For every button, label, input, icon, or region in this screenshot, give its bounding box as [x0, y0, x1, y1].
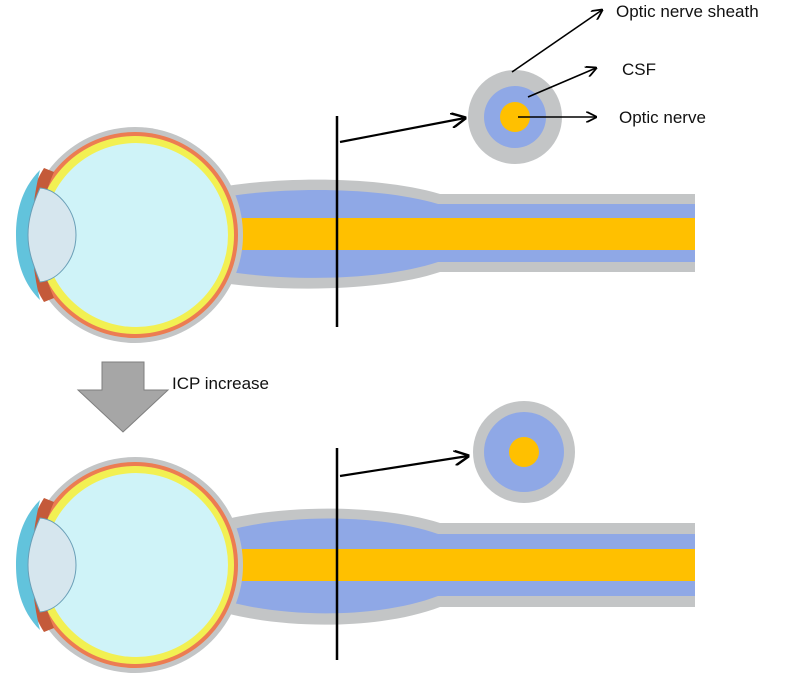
- cross-section-normal: [468, 70, 562, 164]
- sheath-pointer: [511, 10, 602, 73]
- nerve-core: [228, 218, 695, 250]
- section-arrow: [339, 456, 468, 478]
- vitreous-body: [44, 473, 228, 657]
- lens: [27, 517, 77, 613]
- label-optic-nerve-sheath: Optic nerve sheath: [616, 2, 759, 21]
- csf-pointer: [527, 68, 596, 98]
- optic-nerve-normal: [215, 179, 695, 289]
- label-icp-increase: ICP increase: [172, 374, 269, 393]
- section-arrow: [339, 118, 465, 144]
- nerve-core: [228, 549, 695, 581]
- cs-nerve: [500, 102, 530, 132]
- eye-icp: [16, 457, 243, 673]
- vitreous-body: [44, 143, 228, 327]
- eye-normal: [16, 127, 243, 343]
- optic-nerve-distended: [215, 508, 695, 625]
- down-arrow-icon: [76, 361, 170, 433]
- label-optic-nerve: Optic nerve: [619, 108, 706, 127]
- cross-section-distended: [473, 401, 575, 503]
- increased-icp-panel: [16, 401, 695, 673]
- icp-increase-indicator: ICP increase: [76, 361, 269, 433]
- label-csf: CSF: [622, 60, 656, 79]
- lens: [27, 187, 77, 283]
- normal-state-panel: Optic nerve sheath CSF Optic nerve: [16, 2, 759, 343]
- cs-nerve: [509, 437, 539, 467]
